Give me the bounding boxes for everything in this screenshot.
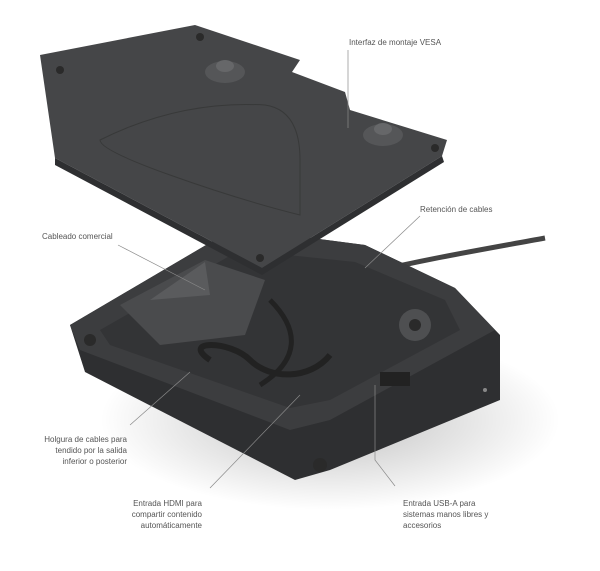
label-line: inferior o posterior <box>62 457 127 466</box>
label-line: Entrada HDMI para <box>133 499 202 508</box>
commercial-cabling-module <box>120 260 265 345</box>
usb-a-port <box>380 372 410 386</box>
label-cable-retention: Retención de cables <box>420 205 493 214</box>
callout-lines <box>117 50 421 489</box>
internal-cable <box>197 342 333 378</box>
label-line: compartir contenido <box>131 510 202 519</box>
label-hdmi-input: Entrada HDMI para compartir contenido au… <box>120 498 202 531</box>
label-cable-slack: Holgura de cables para tendido por la sa… <box>10 434 127 467</box>
label-line: Holgura de cables para <box>44 435 127 444</box>
label-line: sistemas manos libres y <box>403 510 489 519</box>
label-line: Entrada USB-A para <box>403 499 476 508</box>
label-line: accesorios <box>403 521 442 530</box>
label-vesa-mount: Interfaz de montaje VESA <box>349 38 442 47</box>
base-unit <box>70 228 500 480</box>
label-commercial-cabling: Cableado comercial <box>42 232 113 241</box>
vesa-mount-plate <box>40 25 447 275</box>
label-line: tendido por la salida <box>55 446 127 455</box>
label-line: automáticamente <box>140 521 202 530</box>
label-usb-a-input: Entrada USB-A para sistemas manos libres… <box>403 498 488 531</box>
